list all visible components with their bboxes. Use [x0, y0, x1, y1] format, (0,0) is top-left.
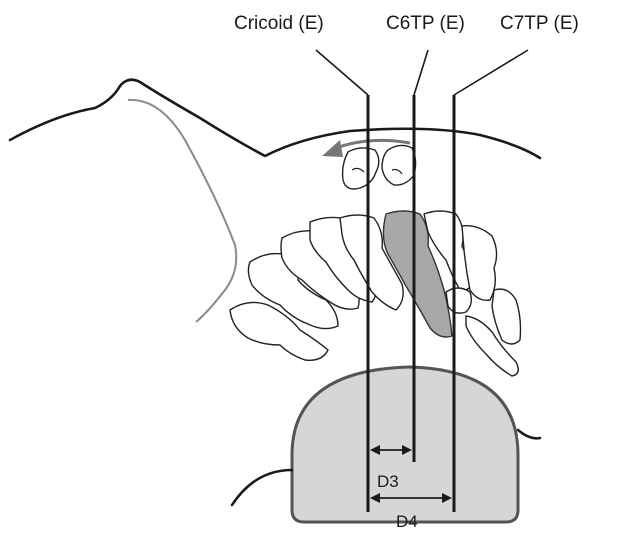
cricoid-label: Cricoid (E) [234, 13, 324, 34]
cervical-spine [230, 211, 521, 376]
d4-label: D4 [396, 512, 418, 531]
cricoid-leader [316, 50, 368, 95]
d3-label: D3 [377, 472, 399, 491]
c7tp-leader [454, 50, 528, 95]
c6tp-leader [414, 50, 428, 95]
c6tp-label: C6TP (E) [386, 13, 465, 34]
inner-contour [128, 100, 236, 322]
c7tp-label: C7TP (E) [500, 13, 579, 34]
skin-contour-left [232, 470, 292, 505]
cartilage-shapes [343, 145, 416, 189]
rotation-arrowhead [322, 140, 343, 157]
skin-contour-right [518, 430, 540, 438]
